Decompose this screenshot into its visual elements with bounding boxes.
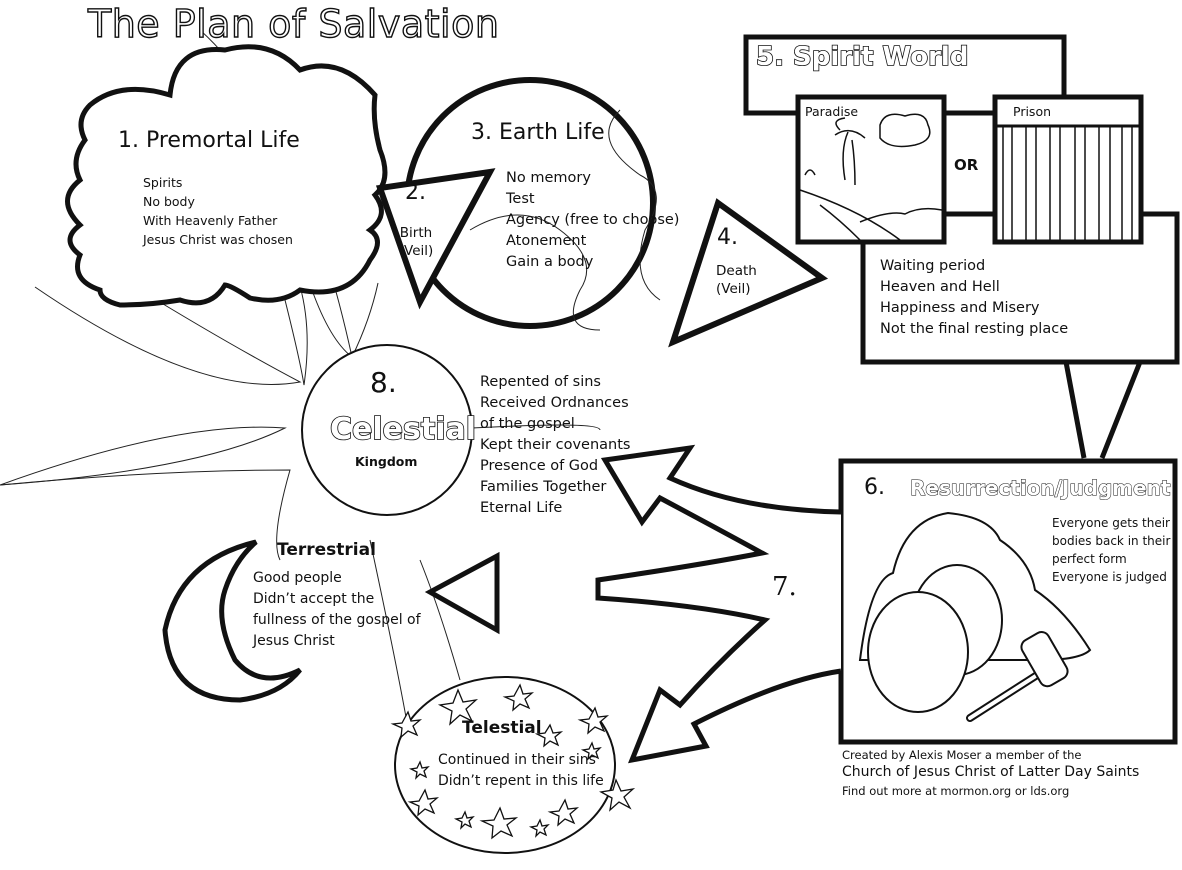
premortal-heading: 1. Premortal Life — [118, 128, 300, 153]
resurrection-item: bodies back in their — [1052, 534, 1171, 548]
or-label: OR — [954, 156, 979, 174]
celestial-item: Eternal Life — [480, 500, 563, 516]
spirit-world-list: Waiting period Heaven and Hell Happiness… — [880, 256, 1068, 340]
spirit-world-item: Happiness and Misery — [880, 300, 1040, 316]
premortal-item: No body — [143, 194, 195, 209]
resurrection-number: 6. — [864, 475, 885, 500]
premortal-item: With Heavenly Father — [143, 213, 278, 228]
earth-list: No memory Test Agency (free to choose) A… — [506, 168, 679, 273]
telestial-item: Didn’t repent in this life — [438, 773, 604, 789]
credits-line-3: Find out more at mormon.org or lds.org — [842, 784, 1070, 798]
earth-item: Test — [506, 191, 535, 207]
paradise-illustration — [799, 113, 943, 241]
credits-line-2: Church of Jesus Christ of Latter Day Sai… — [842, 764, 1140, 780]
birth-label-line: (Veil) — [398, 243, 434, 259]
celestial-item: Repented of sins — [480, 374, 601, 390]
terrestrial-list: Good people Didn’t accept the fullness o… — [253, 568, 421, 652]
telestial-list: Continued in their sins Didn’t repent in… — [438, 750, 604, 792]
spirit-to-resurrection-connector — [1063, 361, 1143, 459]
resurrection-list: Everyone gets their bodies back in their… — [1052, 514, 1170, 586]
celestial-name: Celestial — [329, 411, 477, 448]
premortal-cloud — [65, 44, 388, 308]
earth-item: No memory — [506, 170, 591, 186]
premortal-item: Spirits — [143, 175, 183, 190]
celestial-circle — [301, 344, 473, 516]
resurrection-heading: Resurrection/Judgment — [909, 476, 1171, 501]
spirit-world-heading: 5. Spirit World — [755, 41, 969, 73]
spirit-world-item: Waiting period — [880, 258, 986, 274]
celestial-item: Families Together — [480, 479, 607, 495]
celestial-list: Repented of sins Received Ordnances of t… — [480, 372, 630, 519]
prison-bars — [1002, 126, 1133, 240]
tomb-illustration — [858, 511, 1092, 722]
spirit-world-item: Not the final resting place — [880, 321, 1069, 337]
celestial-number: 8. — [370, 366, 397, 399]
celestial-item: Kept their covenants — [480, 437, 631, 453]
celestial-item: Presence of God — [480, 458, 599, 474]
celestial-item: of the gospel — [480, 416, 575, 432]
terrestrial-item: Good people — [253, 570, 342, 586]
death-label-line: (Veil) — [716, 281, 751, 297]
paradise-label: Paradise — [805, 104, 859, 119]
birth-label-line: Birth — [399, 225, 433, 241]
page-title: The Plan of Salvation — [87, 1, 500, 46]
telestial-name: Telestial — [462, 718, 542, 738]
arrow-to-terrestrial — [424, 551, 500, 635]
prison-label: Prison — [1013, 104, 1052, 119]
terrestrial-item: Didn’t accept the — [253, 591, 375, 607]
earth-continent-lines — [469, 109, 661, 331]
telestial-item: Continued in their sins — [438, 752, 596, 768]
terrestrial-item: Jesus Christ — [253, 633, 335, 649]
birth-label: Birth (Veil) — [398, 224, 434, 260]
terrestrial-name: Terrestrial — [277, 540, 376, 560]
judgment-number: 7. — [772, 572, 797, 602]
resurrection-item: Everyone is judged — [1052, 570, 1167, 584]
resurrection-item: perfect form — [1052, 552, 1127, 566]
death-number: 4. — [717, 225, 738, 250]
spirit-world-item: Heaven and Hell — [880, 279, 1000, 295]
prison-panel — [992, 94, 1144, 245]
earth-item: Gain a body — [506, 254, 594, 270]
earth-item: Agency (free to choose) — [506, 212, 680, 228]
birth-number: 2. — [405, 180, 426, 205]
birth-triangle — [375, 168, 496, 310]
arrow-to-celestial — [595, 444, 842, 764]
terrestrial-item: fullness of the gospel of — [253, 612, 421, 628]
telestial-stars — [390, 683, 636, 840]
earth-item: Atonement — [506, 233, 587, 249]
resurrection-item: Everyone gets their — [1052, 516, 1170, 530]
credits-line-1: Created by Alexis Moser a member of the — [842, 748, 1082, 762]
death-label-line: Death — [716, 263, 757, 279]
celestial-subtitle: Kingdom — [355, 454, 418, 469]
death-label: Death (Veil) — [716, 262, 757, 298]
terrestrial-moon — [162, 539, 302, 703]
premortal-list: Spirits No body With Heavenly Father Jes… — [143, 173, 293, 249]
earth-heading: 3. Earth Life — [471, 120, 605, 145]
celestial-item: Received Ordnances — [480, 395, 629, 411]
premortal-item: Jesus Christ was chosen — [143, 232, 293, 247]
death-triangle — [668, 198, 829, 348]
